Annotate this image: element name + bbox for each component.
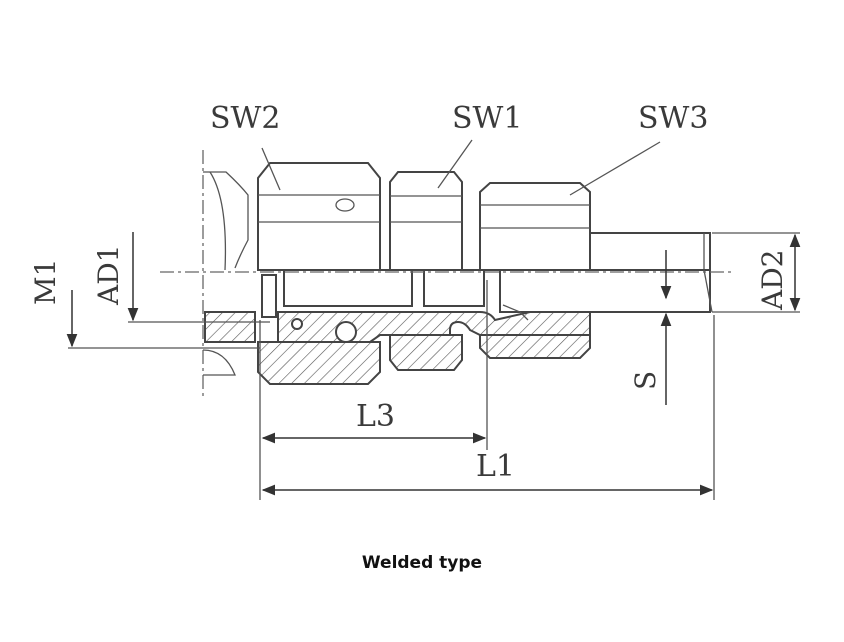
welded-stub <box>202 171 256 376</box>
sw2-leader-line <box>261 147 281 191</box>
m1-label: M1 <box>29 259 62 305</box>
sw1-leader-line <box>437 139 473 189</box>
sw3-nut <box>479 182 591 359</box>
l1-label: L1 <box>476 449 515 484</box>
diagram-caption: Welded type <box>361 553 483 573</box>
sw2-label: SW2 <box>210 101 280 136</box>
ad1-label: AD1 <box>92 245 125 306</box>
nut-hole <box>335 198 355 212</box>
tube <box>499 232 713 313</box>
sw3-leader-line <box>569 141 661 196</box>
body-section <box>277 269 591 343</box>
sw2-nut <box>257 162 381 385</box>
seal-ring <box>291 318 303 330</box>
sw1-label: SW1 <box>452 101 522 136</box>
o-ring <box>335 321 357 343</box>
s-label: S <box>629 371 662 390</box>
ad2-label: AD2 <box>756 250 789 311</box>
sw3-label: SW3 <box>638 101 708 136</box>
l3-label: L3 <box>356 399 395 434</box>
